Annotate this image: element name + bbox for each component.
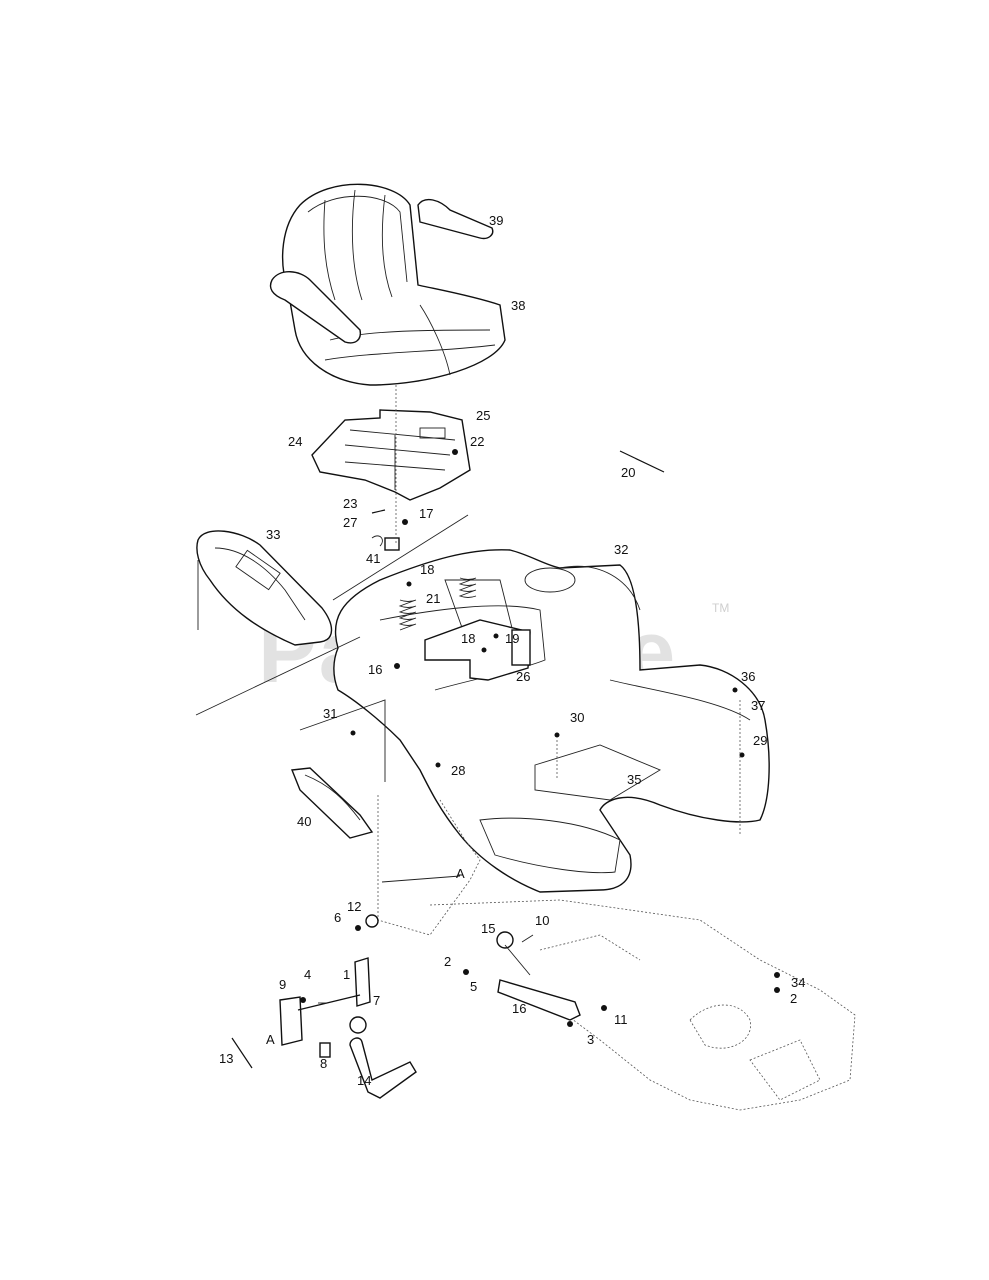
seat-part (269, 183, 506, 386)
bracket-part (424, 619, 531, 681)
callout-13: 13 (219, 1051, 233, 1066)
leader-lines (195, 514, 469, 883)
callout-35: 35 (627, 772, 641, 787)
body-part (333, 549, 770, 893)
callout-12: 12 (347, 899, 361, 914)
link-part (350, 581, 780, 1027)
callout-34: 34 (791, 975, 805, 990)
callout-3: 3 (587, 1032, 594, 1047)
seat-hardware (371, 385, 458, 551)
callout-5: 5 (470, 979, 477, 994)
callout-19: 19 (505, 631, 519, 646)
rod-part (619, 450, 665, 473)
callout-37: 37 (751, 698, 765, 713)
callout-23: 23 (343, 496, 357, 511)
callout-labels: 39 38 25 24 22 23 27 17 41 20 33 32 18 2… (219, 213, 805, 1088)
callout-11: 11 (614, 1012, 628, 1027)
callout-26: 26 (516, 669, 530, 684)
callout-2-left: 2 (444, 954, 451, 969)
callout-25: 25 (476, 408, 490, 423)
callout-39: 39 (489, 213, 503, 228)
callout-9: 9 (279, 977, 286, 992)
callout-31: 31 (323, 706, 337, 721)
callout-17: 17 (419, 506, 433, 521)
callout-8: 8 (320, 1056, 327, 1071)
callout-20: 20 (621, 465, 635, 480)
callout-7: 7 (373, 993, 380, 1008)
callout-28: 28 (451, 763, 465, 778)
callout-10: 10 (535, 913, 549, 928)
callout-29: 29 (753, 733, 767, 748)
callout-27: 27 (343, 515, 357, 530)
callout-15: 15 (481, 921, 495, 936)
callout-1: 1 (343, 967, 350, 982)
callout-38: 38 (511, 298, 525, 313)
callout-18-top: 18 (420, 562, 434, 577)
callout-33: 33 (266, 527, 280, 542)
left-fender-part (196, 530, 333, 646)
callout-18-mid: 18 (461, 631, 475, 646)
callout-22: 22 (470, 434, 484, 449)
panel-part (291, 699, 386, 839)
callout-4: 4 (304, 967, 311, 982)
pedal-assembly-part (231, 957, 417, 1099)
callout-41: 41 (366, 551, 380, 566)
seat-pan-part (311, 409, 471, 501)
callout-16-lower: 16 (512, 1001, 526, 1016)
callout-16-upper: 16 (368, 662, 382, 677)
callout-21: 21 (426, 591, 440, 606)
watermark-trademark: TM (712, 601, 729, 615)
callout-40: 40 (297, 814, 311, 829)
callout-A-lower: A (266, 1032, 275, 1047)
callout-2-right: 2 (790, 991, 797, 1006)
callout-30: 30 (570, 710, 584, 725)
callout-14: 14 (357, 1073, 371, 1088)
callout-A-upper: A (456, 866, 465, 881)
callout-6: 6 (334, 910, 341, 925)
callout-32: 32 (614, 542, 628, 557)
callout-36: 36 (741, 669, 755, 684)
callout-24: 24 (288, 434, 302, 449)
springs-part (398, 577, 477, 631)
